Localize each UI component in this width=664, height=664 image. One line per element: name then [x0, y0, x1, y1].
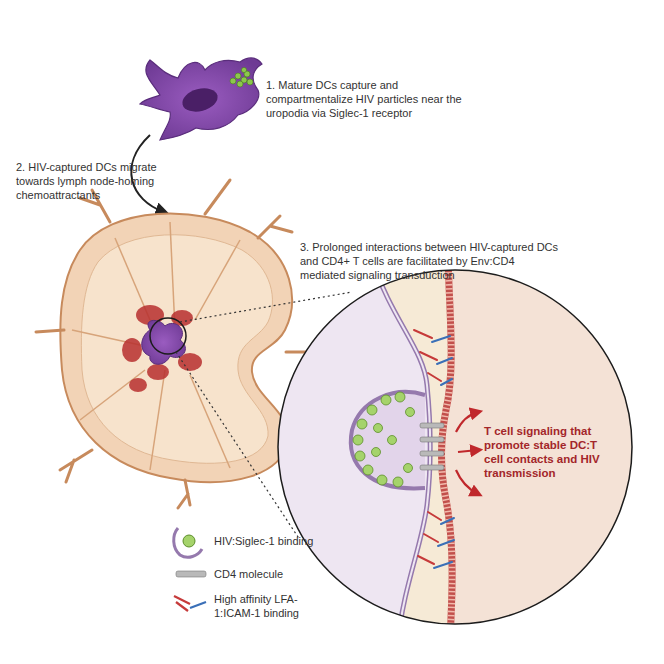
dendritic-cell	[140, 58, 262, 140]
legend-text: High affinity LFA-1:ICAM-1 binding	[214, 592, 310, 620]
step-note: 2. HIV-captured DCs migrate towards lymp…	[16, 160, 166, 202]
step-note: 3. Prolonged interactions between HIV-ca…	[300, 240, 562, 282]
zoom-view	[270, 260, 640, 640]
legend-icons	[174, 528, 206, 611]
legend-text: CD4 molecule	[214, 567, 374, 581]
signaling-note: T cell signaling that promote stable DC:…	[484, 424, 602, 480]
migration-arrow	[131, 135, 164, 212]
step-note: 1. Mature DCs capture and compartmentali…	[266, 78, 471, 120]
legend-text: HIV:Siglec-1 binding	[214, 534, 374, 548]
lymph-node	[36, 180, 320, 508]
